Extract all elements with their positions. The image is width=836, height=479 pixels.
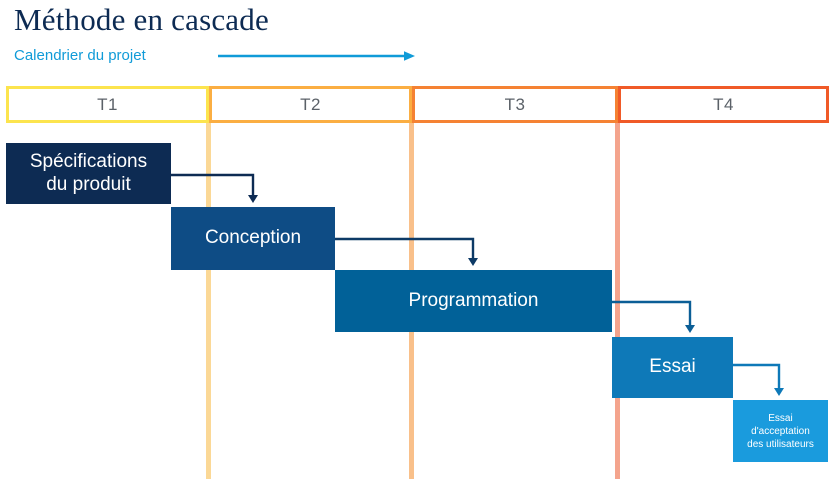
page-title: Méthode en cascade [14,2,269,37]
connector-conception-to-programmation [335,237,478,266]
connector-programmation-to-essai [612,300,695,333]
phase-label: Programmation [408,289,539,311]
right-arrow-icon [218,51,415,61]
timeline-subtitle: Calendrier du projet [14,47,146,64]
quarter-label: T2 [300,94,321,114]
quarter-label: T3 [504,94,526,114]
quarter-cell-t2[interactable]: T2 [209,86,412,123]
quarter-cell-t3[interactable]: T3 [412,86,618,123]
phase-bar-conception[interactable]: Conception [171,207,335,270]
phase-label: Essai [649,356,696,378]
quarter-label: T1 [97,94,118,114]
phase-bar-programmation[interactable]: Programmation [335,270,612,332]
phase-label: Conception [204,227,302,249]
quarter-label: T4 [713,94,734,114]
connector-specifications-to-conception [171,173,258,203]
quarter-cell-t4[interactable]: T4 [618,86,829,123]
connector-essai-to-acceptation [733,363,784,396]
quarter-cell-t1[interactable]: T1 [6,86,209,123]
gridline-1 [206,123,211,479]
phase-bar-essai[interactable]: Essai [612,337,733,398]
